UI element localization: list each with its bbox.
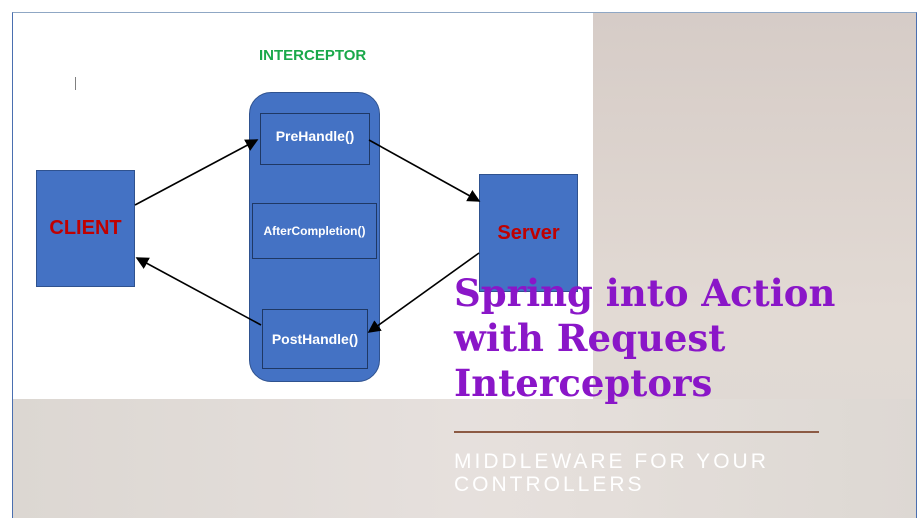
posthandle-box: PostHandle(): [262, 309, 368, 369]
text-cursor: [75, 77, 76, 90]
arrow-prehandle-to-server: [368, 139, 481, 202]
interceptor-diagram: INTERCEPTOR CLIENT PreHandle() AfterComp…: [13, 13, 593, 399]
diagram-title: INTERCEPTOR: [259, 47, 367, 64]
headline-divider: [454, 431, 819, 433]
arrow-server-to-posthandle: [367, 252, 480, 333]
arrow-client-to-prehandle: [134, 139, 259, 206]
prehandle-box: PreHandle(): [260, 113, 370, 165]
client-label: CLIENT: [49, 217, 122, 239]
aftercompletion-label: AfterCompletion(): [263, 224, 366, 238]
posthandle-label: PostHandle(): [271, 331, 359, 347]
slide-frame: INTERCEPTOR CLIENT PreHandle() AfterComp…: [12, 12, 917, 518]
prehandle-label: PreHandle(): [275, 128, 355, 144]
server-label: Server: [497, 221, 560, 244]
interceptor-container: PreHandle() AfterCompletion() PostHandle…: [249, 92, 380, 382]
aftercompletion-box: AfterCompletion(): [252, 203, 377, 259]
client-box: CLIENT: [36, 170, 135, 287]
slide-headline: Spring into Action with Request Intercep…: [454, 271, 836, 405]
flow-arrows: [134, 139, 481, 333]
background-panel-bottom: [13, 399, 916, 518]
arrow-posthandle-to-client: [135, 257, 262, 326]
server-box: Server: [479, 174, 578, 292]
slide-subtitle: MIDDLEWARE FOR YOUR CONTROLLERS: [454, 450, 769, 496]
